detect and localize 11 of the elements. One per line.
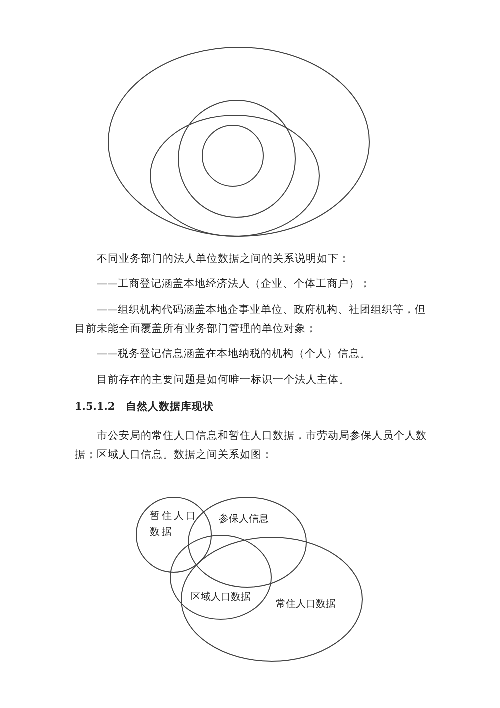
paragraph: 市公安局的常住人口信息和暂住人口数据，市劳动局参保人员个人数据；区域人口信息。数据之间关系如图： [75, 429, 427, 463]
paragraph: ——税务登记信息涵盖在本地纳税的机构（个人）信息。 [96, 347, 372, 362]
set-label: 常住人口数据 [276, 598, 336, 612]
set-label: 暂住人口数据 [150, 510, 199, 540]
paragraph: ——组织机构代码涵盖本地企事业单位、政府机构、社团组织等，但目前未能全面覆盖所有业务部门管理的单位对象； [75, 303, 427, 337]
paragraph: 不同业务部门的法人单位数据之间的关系说明如下： [96, 252, 351, 267]
paragraph: ——工商登记涵盖本地经济法人（企业、个体工商户）； [96, 277, 372, 292]
set-label: 参保人信息 [219, 512, 269, 527]
set-label: 区域人口数据 [191, 590, 251, 605]
section-heading: 1.5.1.2 自然人数据库现状 [75, 400, 216, 415]
paragraph: 目前存在的主要问题是如何唯一标识一个法人主体。 [96, 373, 351, 388]
